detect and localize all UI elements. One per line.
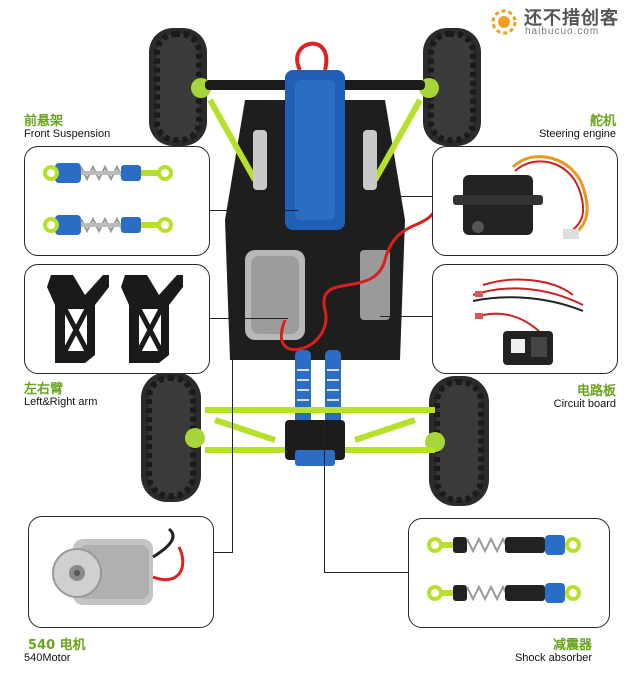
connector-motor-horizontal [212, 552, 233, 553]
watermark-en: haibucuo.com [525, 26, 600, 37]
left-right-arm-box [24, 264, 210, 374]
shock-absorber-en-label: Shock absorber [514, 652, 592, 664]
steering-engine-box [432, 146, 618, 256]
front-suspension-image [43, 163, 173, 235]
circuit-board-image [472, 278, 584, 365]
shock-absorber-cn-label: 减震器 [552, 638, 592, 653]
rear-left-tire [141, 372, 205, 502]
front-suspension-en-label: Front Suspension [24, 128, 111, 140]
left-right-arm-image [47, 275, 183, 363]
shock-absorber-box [408, 518, 610, 628]
steering-engine-image [453, 155, 589, 239]
front-right-tire [419, 28, 481, 146]
connector-front-suspension [208, 210, 298, 211]
watermark-cn: 还不措创客 [524, 8, 619, 29]
connector-shock-horizontal [324, 572, 408, 573]
watermark: 还不措创客 haibucuo.com [488, 4, 638, 40]
motor-540-cn-label: 540 电机 [28, 638, 86, 653]
gear-lightbulb-icon [491, 9, 517, 35]
front-suspension-cn-label: 前悬架 [24, 114, 64, 129]
motor-540-en-label: 540Motor [24, 652, 71, 664]
connector-shock-vertical [324, 420, 325, 572]
motor-540-image [52, 527, 185, 605]
front-suspension-box [24, 146, 210, 256]
connector-steering-engine [360, 196, 432, 197]
left-right-arm-cn-label: 左右臂 [24, 382, 64, 397]
steering-engine-cn-label: 舵机 [589, 114, 616, 129]
circuit-board-box [432, 264, 618, 374]
rear-right-tire [425, 376, 489, 506]
connector-circuit-board [380, 316, 432, 317]
motor-540-box [28, 516, 214, 628]
front-left-tire [149, 28, 211, 146]
connector-motor-vertical [232, 330, 233, 552]
shock-absorber-image [427, 535, 581, 603]
circuit-board-cn-label: 电路板 [576, 384, 616, 399]
circuit-board-en-label: Circuit board [553, 398, 616, 410]
rc-car-chassis-image [141, 28, 489, 506]
steering-engine-en-label: Steering engine [538, 128, 616, 140]
left-right-arm-en-label: Left&Right arm [24, 396, 98, 408]
connector-left-right-arm [208, 318, 288, 319]
